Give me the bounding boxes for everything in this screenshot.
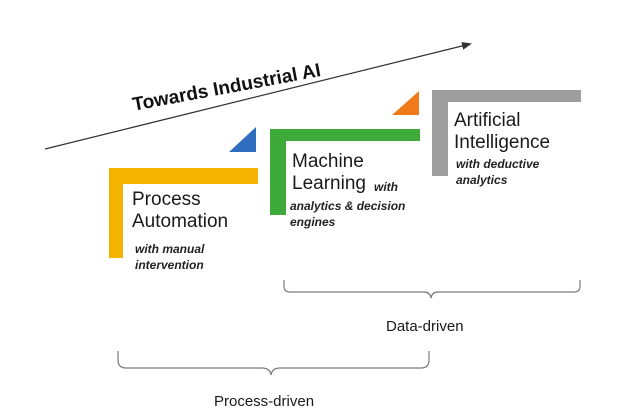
process-driven-brace (117, 351, 430, 376)
machine-learning-sub-line-1: analytics & decision (290, 199, 406, 213)
data-driven-label: Data-driven (386, 318, 464, 335)
artificial-intelligence-bracket (432, 90, 581, 176)
process-automation-sub-line-2: intervention (135, 258, 204, 272)
artificial-intelligence-sub-line-2: analytics (456, 173, 508, 187)
process-automation-name-line-1: Process (132, 189, 201, 210)
process-automation-sub-line-1: with manual (135, 242, 205, 256)
artificial-intelligence-name-line-2: Intelligence (454, 132, 551, 153)
process-automation-name-line-2: Automation (132, 211, 229, 232)
machine-learning-name-suffix: with (374, 180, 398, 194)
process-driven-label: Process-driven (214, 393, 315, 410)
artificial-intelligence-sub-line-1: with deductive (456, 157, 540, 171)
artificial-intelligence-name-line-1: Artificial (454, 110, 521, 131)
blue-triangle-marker (229, 127, 256, 152)
trend-arrow (44, 42, 472, 150)
machine-learning-name-line-1: Machine (292, 151, 364, 172)
machine-learning-sub-line-2: engines (290, 215, 336, 229)
process-automation-bracket (109, 168, 258, 258)
orange-triangle-marker (392, 91, 419, 115)
machine-learning-name-line-2: Learning (292, 173, 366, 194)
data-driven-brace (283, 280, 581, 299)
machine-learning-bracket (270, 129, 420, 215)
